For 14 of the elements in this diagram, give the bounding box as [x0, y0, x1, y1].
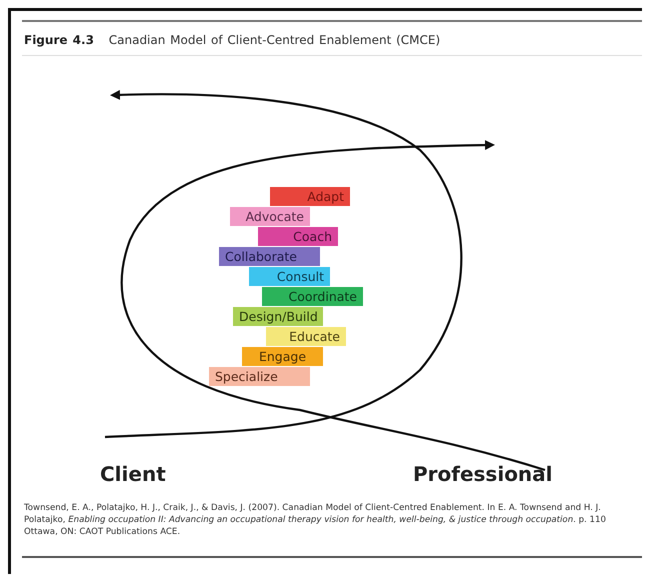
- enablement-skill-bar: Coordinate: [262, 287, 363, 306]
- axis-end-label: Professional: [413, 462, 553, 486]
- citation-text: Townsend, E. A., Polatajko, H. J., Craik, J., & Davis, J. (2007). Canadian Model of Client-Centred Enablement. In E. A. Townsend and H. J. Polatajko, Enabling occupation II: Advancing an occupational therapy vision for health, well-being, & justice through occupation. p. 110 Ottawa, ON: CAOT Publications ACE.: [24, 502, 607, 538]
- enablement-skill-bar: Coach: [258, 227, 338, 246]
- axis-end-label: Client: [100, 462, 166, 486]
- enablement-skill-bar: Engage: [242, 347, 323, 366]
- enablement-skill-bar: Specialize: [209, 367, 310, 386]
- enablement-skill-bar: Educate: [266, 327, 346, 346]
- enablement-skill-bar: Adapt: [270, 187, 350, 206]
- enablement-skill-bar: Design/Build: [233, 307, 323, 326]
- enablement-skill-bar: Consult: [249, 267, 330, 286]
- enablement-skill-bar: Advocate: [230, 207, 310, 226]
- figure-title: Figure 4.3 Canadian Model of Client-Centred Enablement (CMCE): [24, 33, 440, 47]
- enablement-skill-bar: Collaborate: [219, 247, 320, 266]
